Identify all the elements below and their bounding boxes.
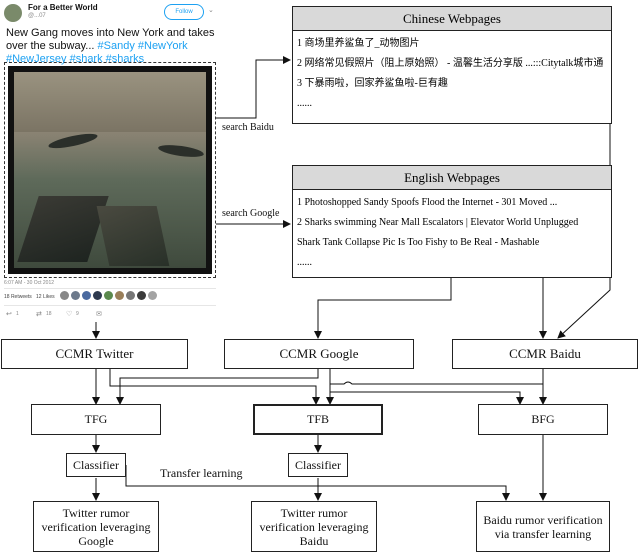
chinese-result-3[interactable]: 3 下暴雨啦，回家养鲨鱼啦-巨有趣 (297, 78, 448, 89)
ccmr-twitter-node: CCMR Twitter (1, 339, 188, 369)
chinese-webpages-title: Chinese Webpages (293, 7, 611, 31)
search-google-label: search Google (222, 208, 280, 219)
tweet-card: For a Better World @...07 Follow ⌄ New G… (0, 0, 220, 326)
arrow-ccmr-google-to-bfg (329, 368, 524, 405)
retweet-count: 18 (46, 311, 52, 317)
tweet-text: New Gang moves into New York and takes o… (6, 27, 220, 66)
tfb-node: TFB (253, 404, 383, 435)
english-webpages-title: English Webpages (293, 166, 611, 190)
follow-button[interactable]: Follow (164, 4, 204, 20)
tweet-text-line2: over the subway... #Sandy #NewYork (6, 40, 220, 53)
transfer-learning-label: Transfer learning (160, 466, 243, 480)
tweet-timestamp: 6:07 AM - 30 Oct 2012 (4, 280, 55, 286)
message-icon[interactable]: ✉ (96, 311, 102, 318)
arrow-ccmr-google-to-tfg (116, 368, 319, 405)
tweet-handle: @...07 (28, 13, 46, 19)
output-baidu-node: Baidu rumor verification via transfer le… (476, 501, 610, 552)
chinese-webpages-panel: Chinese Webpages 1 商场里养鲨鱼了_动物图片 2 网络常见假照… (292, 6, 612, 124)
arrow-ccmr-twitter-to-tfb (109, 368, 320, 405)
bfg-node: BFG (478, 404, 608, 435)
tweet-photo[interactable] (4, 62, 216, 278)
tweet-divider (4, 288, 216, 289)
english-webpages-panel: English Webpages 1 Photoshopped Sandy Sp… (292, 165, 612, 278)
tfg-node: TFG (31, 404, 161, 435)
arrow-tweet-to-chinese (216, 56, 291, 119)
classifier-right-node: Classifier (288, 453, 348, 477)
classifier-left-node: Classifier (66, 453, 126, 477)
chinese-result-more: ...... (297, 98, 312, 109)
search-baidu-label: search Baidu (222, 122, 274, 133)
ccmr-baidu-node: CCMR Baidu (452, 339, 638, 369)
retweet-icon[interactable]: ⇄ (36, 311, 42, 318)
arrow-ccmr-baidu-to-tfb (326, 368, 544, 405)
output-twitter-google-node: Twitter rumor verification leveraging Go… (33, 501, 159, 552)
tweet-text-plain: over the subway... (6, 40, 98, 52)
ccmr-google-node: CCMR Google (224, 339, 414, 369)
liker-avatars (60, 291, 160, 301)
reply-count: 1 (16, 311, 19, 317)
like-icon[interactable]: ♡ (66, 311, 73, 318)
tweet-retweets-count: 18 Retweets (4, 294, 32, 300)
english-result-more: ...... (297, 257, 312, 268)
chinese-result-1[interactable]: 1 商场里养鲨鱼了_动物图片 (297, 38, 420, 49)
tweet-hashtags-line2[interactable]: #Sandy #NewYork (97, 40, 188, 52)
like-count: 9 (76, 311, 79, 317)
chevron-down-icon[interactable]: ⌄ (208, 7, 214, 14)
avatar (4, 4, 22, 22)
arrow-transfer-learning (125, 465, 510, 501)
tweet-divider-2 (4, 305, 216, 306)
tweet-text-line1: New Gang moves into New York and takes (6, 27, 215, 39)
tweet-user-name: For a Better World (28, 3, 98, 12)
english-result-3[interactable]: Shark Tank Collapse Pic Is Too Fishy to … (297, 237, 540, 248)
shark-mall-photo (8, 66, 212, 274)
english-result-2[interactable]: 2 Sharks swimming Near Mall Escalators |… (297, 217, 579, 228)
output-twitter-baidu-node: Twitter rumor verification leveraging Ba… (251, 501, 377, 552)
arrow-english-to-ccmr-google (314, 278, 452, 339)
chinese-result-2[interactable]: 2 网络常见假照片（阻上原始照） - 温馨生活分享版 ...:::Citytal… (297, 58, 604, 69)
tweet-likes-count: 12 Likes (36, 294, 55, 300)
reply-icon[interactable]: ↩ (6, 311, 12, 318)
english-result-1[interactable]: 1 Photoshopped Sandy Spoofs Flood the In… (297, 197, 558, 208)
